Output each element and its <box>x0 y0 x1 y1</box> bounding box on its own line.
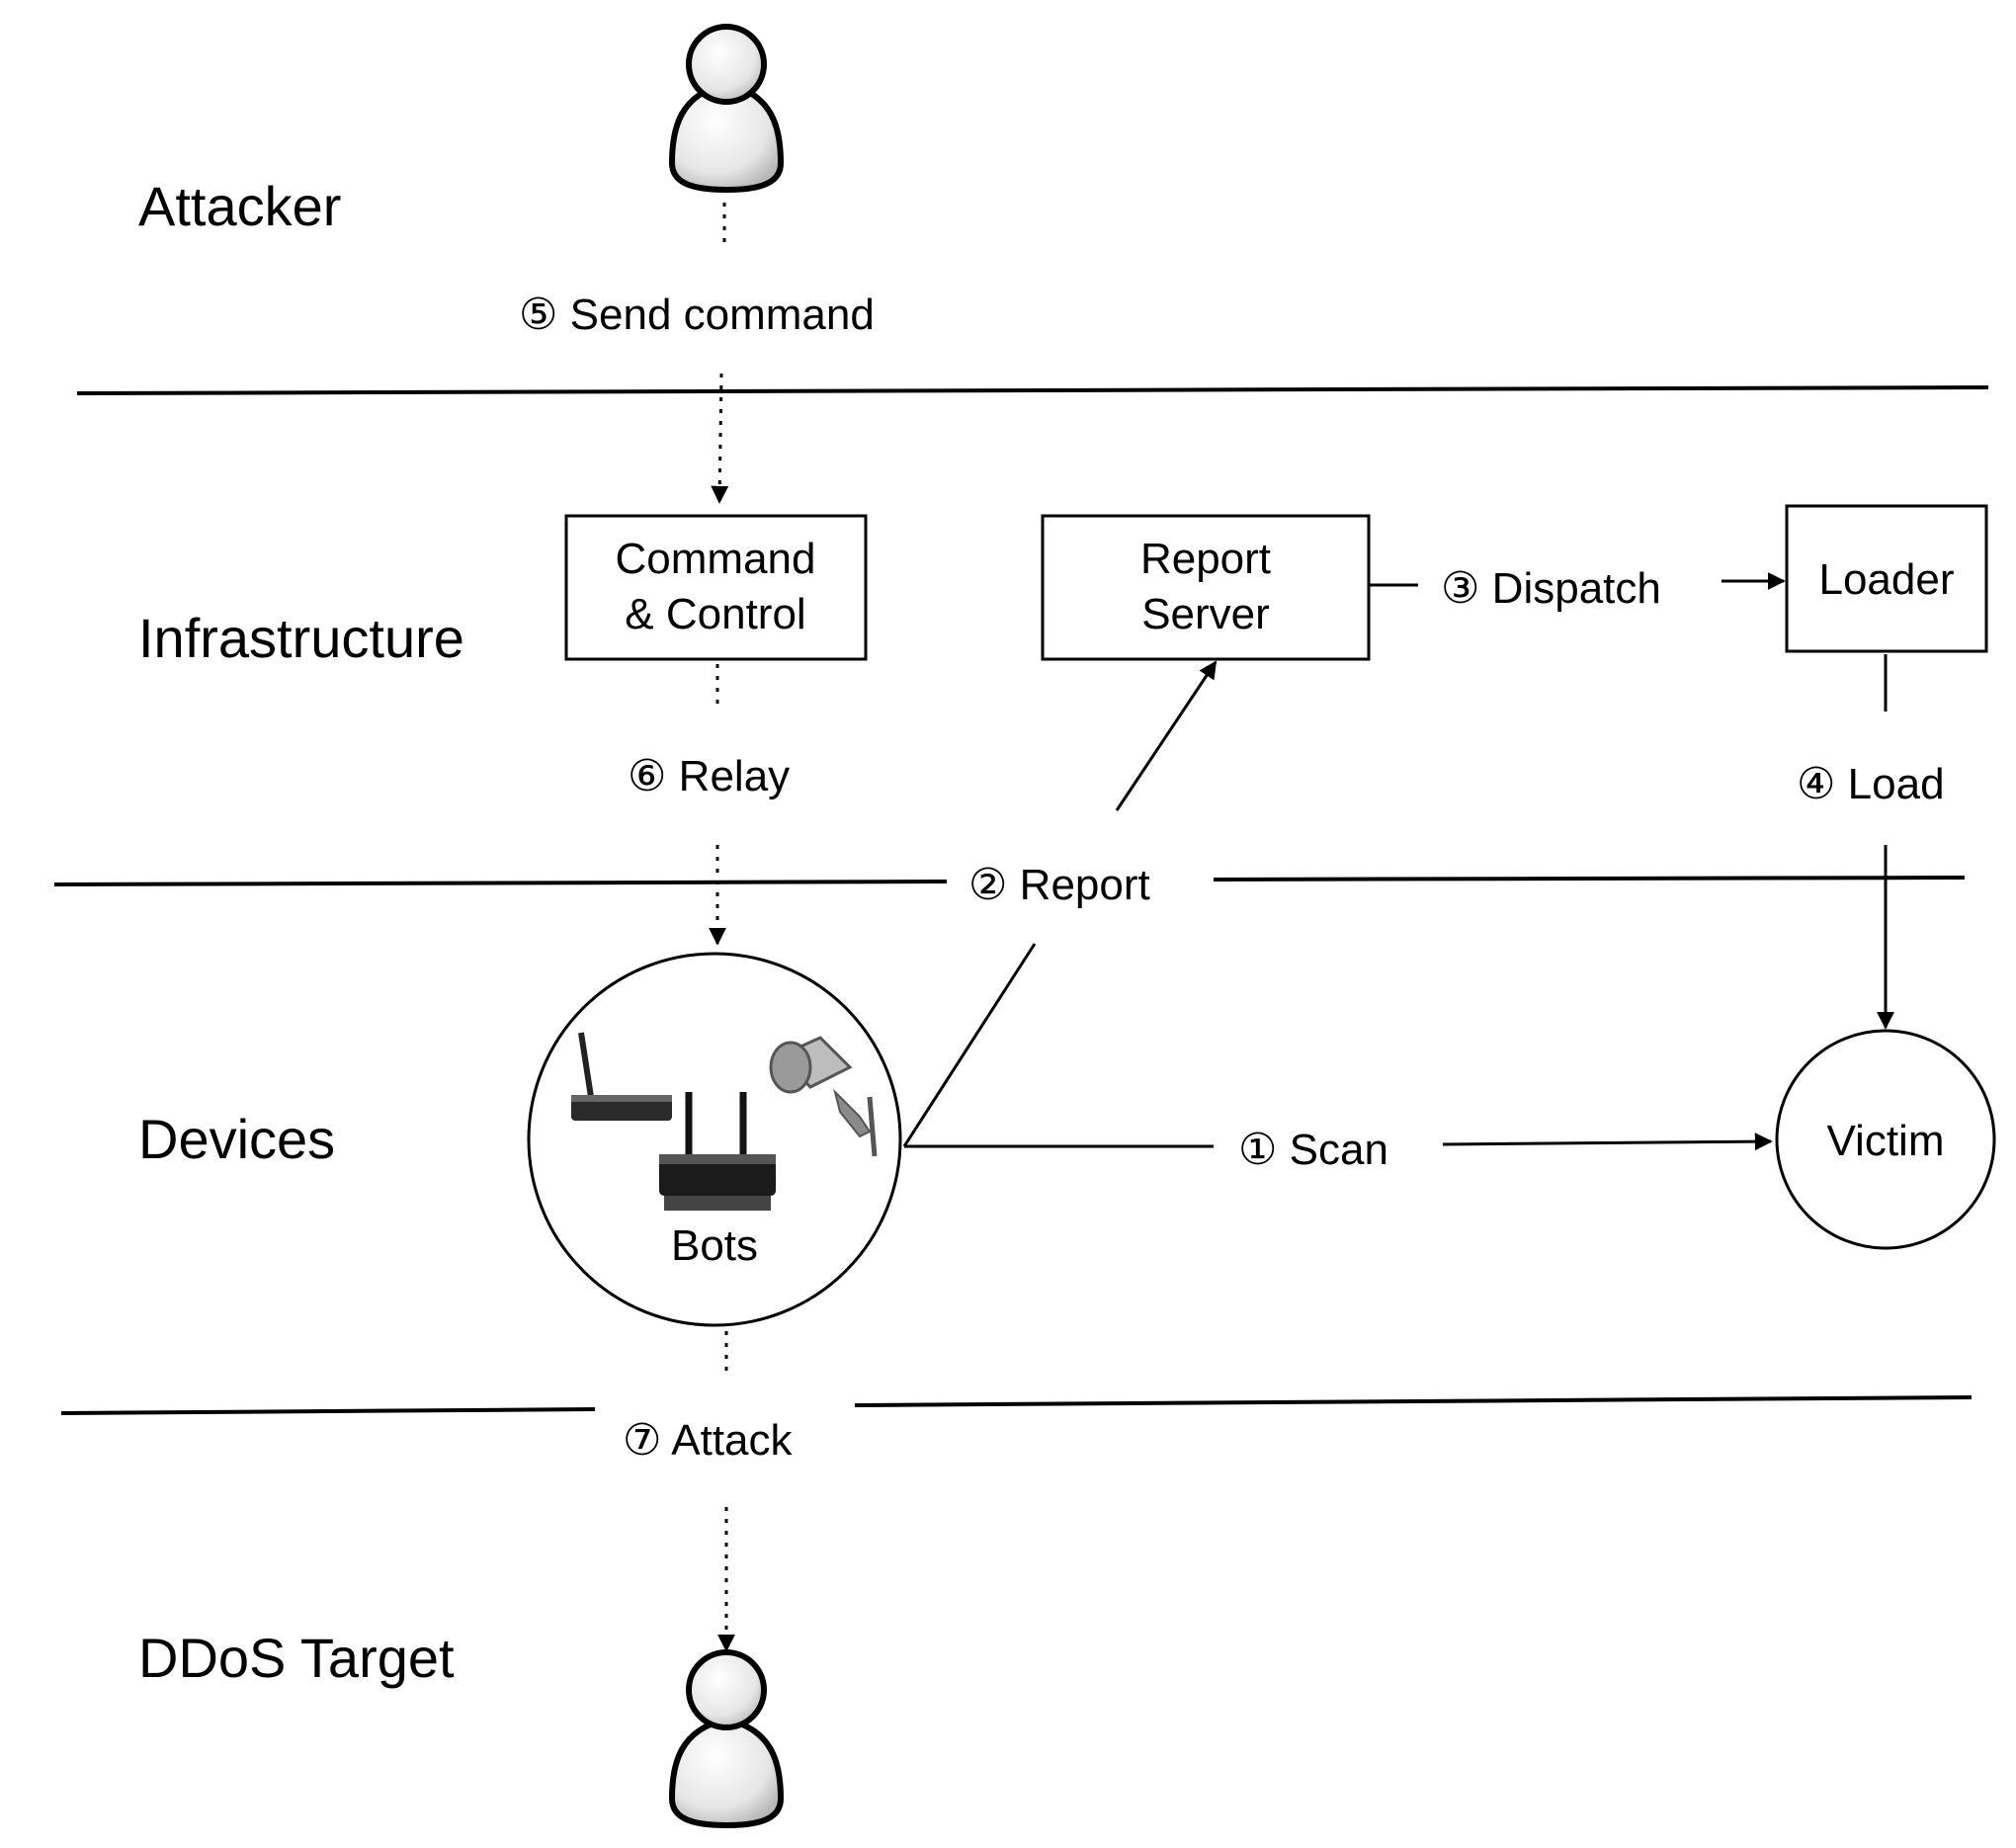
layer-label-infrastructure: Infrastructure <box>138 607 464 669</box>
step-label-scan: ① Scan <box>1238 1126 1388 1174</box>
victim-label: Victim <box>1827 1117 1945 1165</box>
router-icon <box>571 1032 672 1121</box>
separator-infrastructure-devices-right <box>1213 876 1966 882</box>
ddos-target-person-icon <box>668 1649 785 1829</box>
step-label-dispatch: ③ Dispatch <box>1441 564 1661 613</box>
separator-infrastructure-devices-left <box>53 880 948 886</box>
step-label-report: ② Report <box>968 861 1150 909</box>
edge-bots-to-report-lower <box>902 943 1037 1147</box>
bots-node: Bots <box>527 952 902 1327</box>
layer-label-attacker: Attacker <box>138 175 341 237</box>
loader-label: Loader <box>1818 555 1954 604</box>
command-control-label-line2: & Control <box>625 590 805 638</box>
step-label-send-command: ⑤ Send command <box>519 291 875 339</box>
layer-label-devices: Devices <box>138 1108 335 1170</box>
layer-label-ddos-target: DDoS Target <box>138 1627 455 1689</box>
security-camera-icon <box>769 1036 878 1157</box>
step-label-attack: ⑦ Attack <box>623 1416 794 1465</box>
loader-node: Loader <box>1785 504 1988 653</box>
report-server-node: Report Server <box>1041 514 1371 661</box>
edge-bots-to-report-upper <box>1115 660 1218 811</box>
separator-attacker-infrastructure <box>76 385 1989 395</box>
report-server-label-line1: Report <box>1140 535 1271 583</box>
attacker-person-icon <box>668 24 785 194</box>
step-label-load: ④ Load <box>1797 760 1945 808</box>
report-server-label-line2: Server <box>1141 590 1270 638</box>
separator-devices-target-right <box>854 1395 1973 1407</box>
command-control-node: Command & Control <box>564 514 868 661</box>
wifi-router-icon <box>659 1092 776 1211</box>
command-control-label-line1: Command <box>616 535 816 583</box>
edge-scan-to-victim <box>1442 1133 1773 1151</box>
step-label-relay: ⑥ Relay <box>628 752 790 800</box>
bots-label: Bots <box>671 1221 758 1270</box>
edge-attacker-to-cnc-lower <box>711 373 729 504</box>
separator-devices-target-left <box>60 1407 596 1415</box>
victim-node: Victim <box>1775 1029 1996 1250</box>
